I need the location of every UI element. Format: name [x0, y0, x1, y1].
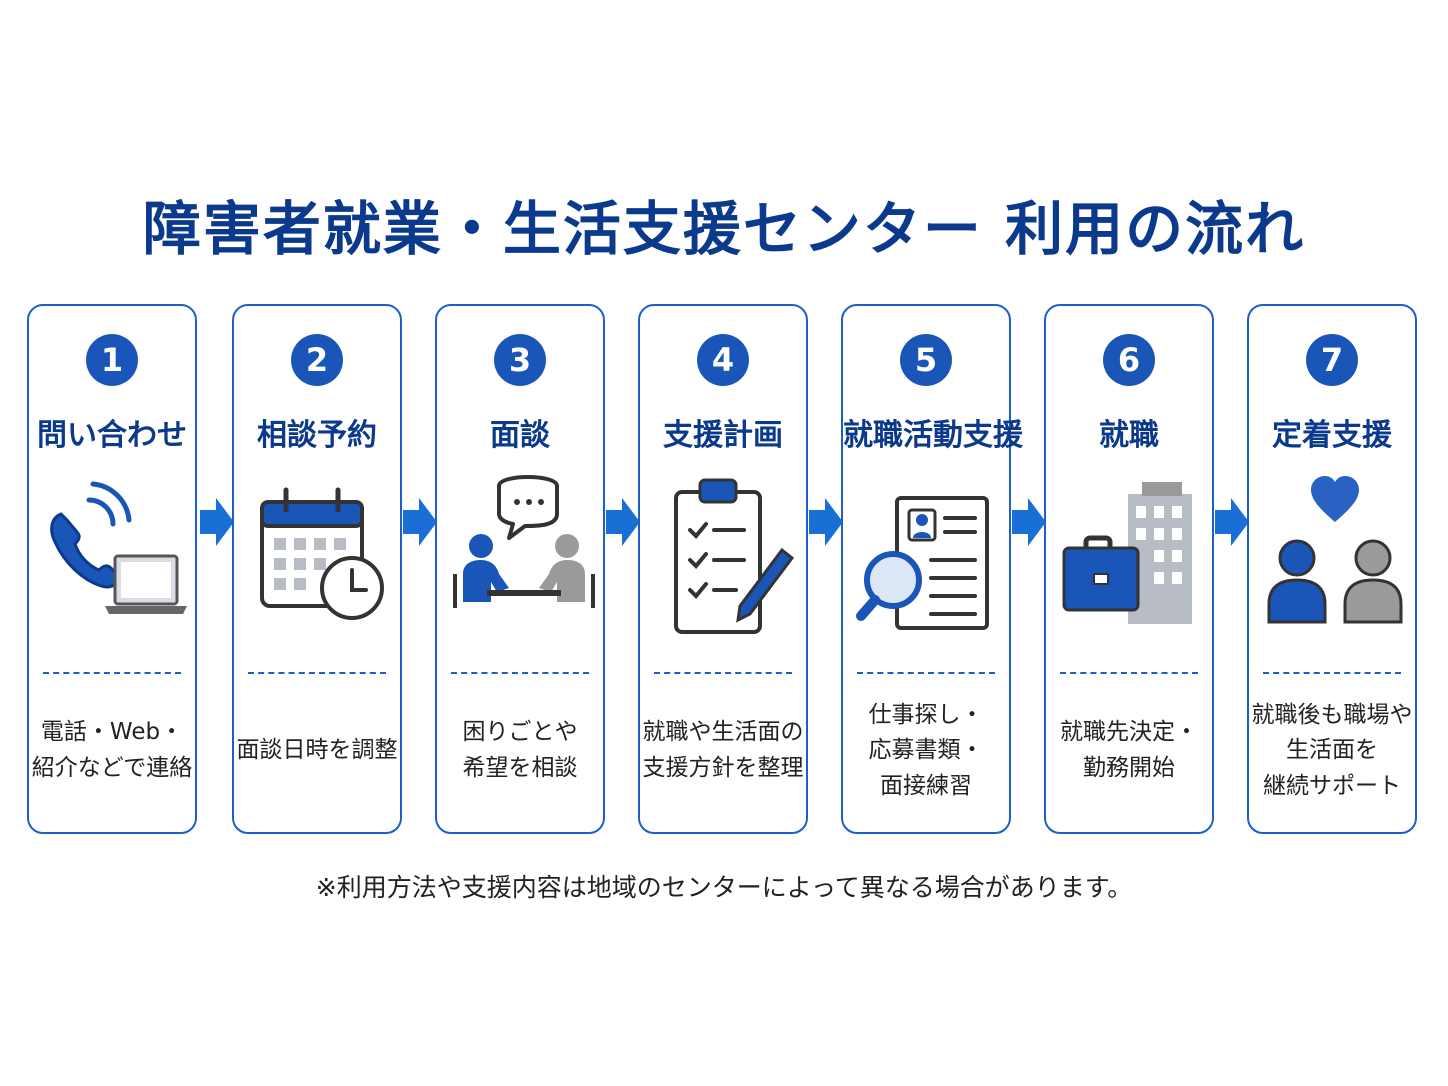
step-card-6: 6 就職 就職先決定・ 勤務開始: [1044, 304, 1214, 834]
step-desc-line: 希望を相談: [462, 755, 578, 781]
step-desc-line: 就職後も職場や: [1251, 701, 1413, 728]
step-number-4: 4: [697, 334, 749, 386]
step-card-1: 1 問い合わせ 電話・Web・ 紹介などで連絡: [27, 304, 197, 834]
briefcase-building-icon: [1062, 482, 1192, 624]
phone-laptop-icon: [50, 481, 187, 614]
step-desc-line: 応募書類・: [868, 737, 984, 764]
arrow-right-icon: [606, 498, 640, 546]
arrow-right-icon: [403, 498, 437, 546]
step-title-3: 面談: [490, 418, 550, 453]
step-desc-line: 面接練習: [880, 772, 972, 799]
step-title-2: 相談予約: [257, 418, 377, 453]
step-desc-line: 継続サポート: [1263, 772, 1401, 799]
step-number-1: 1: [86, 334, 138, 386]
divider: [654, 672, 792, 674]
step-desc-line: 困りごとや: [462, 719, 578, 746]
step-desc-2: 面談日時を調整: [234, 691, 400, 811]
step-title-7: 定着支援: [1272, 418, 1392, 453]
step-desc-line: 就職や生活面の: [642, 719, 804, 746]
divider: [1263, 672, 1401, 674]
divider: [857, 672, 995, 674]
step-card-5: 5 就職活動支援 仕事探し・ 応募書類・ 面接練習: [841, 304, 1023, 834]
step-desc-line: 就職先決定・: [1060, 719, 1198, 746]
resume-magnifier-icon: [856, 496, 989, 630]
calendar-clock-icon: [260, 487, 384, 620]
step-desc-line: 電話・Web・: [40, 719, 184, 746]
step-desc-7: 就職後も職場や 生活面を 継続サポート: [1249, 691, 1415, 811]
step-desc-3: 困りごとや 希望を相談: [437, 691, 603, 811]
step-title-5: 就職活動支援: [843, 418, 1023, 453]
step-number-2: 2: [291, 334, 343, 386]
meeting-icon: [453, 475, 595, 608]
divider: [1060, 672, 1198, 674]
step-card-2: 2 相談予約 面談日時を調整: [232, 304, 402, 834]
divider: [248, 672, 386, 674]
step-desc-line: 支援方針を整理: [642, 755, 804, 781]
step-desc-line: 勤務開始: [1083, 755, 1175, 781]
step-title-6: 就職: [1099, 418, 1159, 453]
step-card-4: 4 支援計画 就職や生活面の 支援方針を整理: [638, 304, 808, 834]
arrow-right-icon: [200, 498, 234, 546]
step-desc-6: 就職先決定・ 勤務開始: [1046, 691, 1212, 811]
step-card-3: 3 面談 困りごとや 希望を相談: [435, 304, 605, 834]
step-desc-line: 仕事探し・: [868, 701, 984, 728]
people-heart-icon: [1267, 476, 1403, 624]
step-title-4: 支援計画: [663, 418, 783, 453]
step-number-5: 5: [900, 334, 952, 386]
step-desc-5: 仕事探し・ 応募書類・ 面接練習: [843, 691, 1009, 811]
arrow-right-icon: [1012, 498, 1046, 546]
step-title-1: 問い合わせ: [37, 418, 187, 453]
arrow-right-icon: [809, 498, 843, 546]
divider: [43, 672, 181, 674]
step-number-6: 6: [1103, 334, 1155, 386]
step-desc-1: 電話・Web・ 紹介などで連絡: [29, 691, 195, 811]
page-title: 障害者就業・生活支援センター 利用の流れ: [142, 195, 1306, 263]
divider: [451, 672, 589, 674]
step-card-7: 7 定着支援 就職後も職場や 生活面を 継続サポート: [1247, 304, 1417, 834]
step-desc-line: 紹介などで連絡: [31, 755, 193, 781]
step-desc-line: 面談日時を調整: [236, 737, 398, 764]
step-number-3: 3: [494, 334, 546, 386]
footnote: ※利用方法や支援内容は地域のセンターによって異なる場合があります。: [315, 873, 1133, 902]
step-number-7: 7: [1306, 334, 1358, 386]
arrow-right-icon: [1215, 498, 1249, 546]
step-desc-line: 生活面を: [1286, 737, 1378, 764]
step-desc-4: 就職や生活面の 支援方針を整理: [640, 691, 806, 811]
clipboard-checklist-icon: [674, 478, 795, 634]
